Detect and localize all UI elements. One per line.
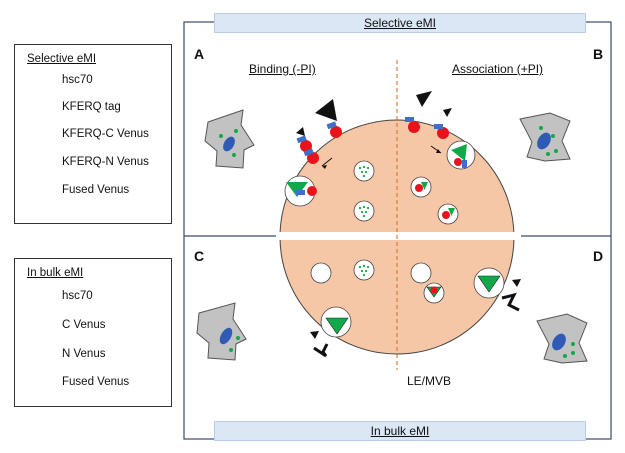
ilv-fused bbox=[415, 182, 455, 219]
binding-complexes bbox=[286, 99, 342, 197]
organelle-label: LE/MVB bbox=[407, 374, 452, 388]
cell-a bbox=[204, 109, 255, 169]
panel-letter-b: B bbox=[593, 46, 604, 62]
legend-item: Fused Venus bbox=[62, 184, 130, 196]
panel-letter-c: C bbox=[194, 248, 205, 264]
legend-item: hsc70 bbox=[62, 74, 93, 86]
legend-item: KFERQ tag bbox=[62, 101, 121, 113]
banner-bottom: In bulk eMI bbox=[214, 421, 586, 441]
cell-b bbox=[519, 112, 571, 162]
legend-bulk-title: In bulk eMI bbox=[27, 267, 84, 279]
legend-item: C Venus bbox=[62, 319, 106, 331]
panel-letter-a: A bbox=[194, 46, 205, 62]
legend-item: KFERQ-C Venus bbox=[62, 128, 149, 140]
legend-item: KFERQ-N Venus bbox=[62, 156, 149, 168]
panel-letter-d: D bbox=[593, 248, 604, 264]
legend-item: N Venus bbox=[62, 348, 106, 360]
cell-c bbox=[196, 302, 247, 361]
bulk-left-complex bbox=[310, 317, 349, 358]
bulk-right-complex bbox=[426, 275, 521, 312]
legend-item: hsc70 bbox=[62, 290, 93, 302]
legend-item: Fused Venus bbox=[62, 376, 130, 388]
association-complexes bbox=[405, 91, 467, 168]
green-dots bbox=[358, 165, 370, 277]
banner-top: Selective eMI bbox=[214, 13, 586, 33]
cell-d bbox=[536, 313, 588, 364]
heading-association: Association (+PI) bbox=[452, 62, 544, 76]
legend-selective: Selective eMI hsc70 KFERQ tag KFERQ-C Ve… bbox=[14, 44, 172, 224]
legend-selective-title: Selective eMI bbox=[27, 53, 97, 65]
legend-bulk: In bulk eMI hsc70 C Venus N Venus Fused … bbox=[14, 258, 172, 407]
heading-binding: Binding (-PI) bbox=[249, 62, 316, 76]
